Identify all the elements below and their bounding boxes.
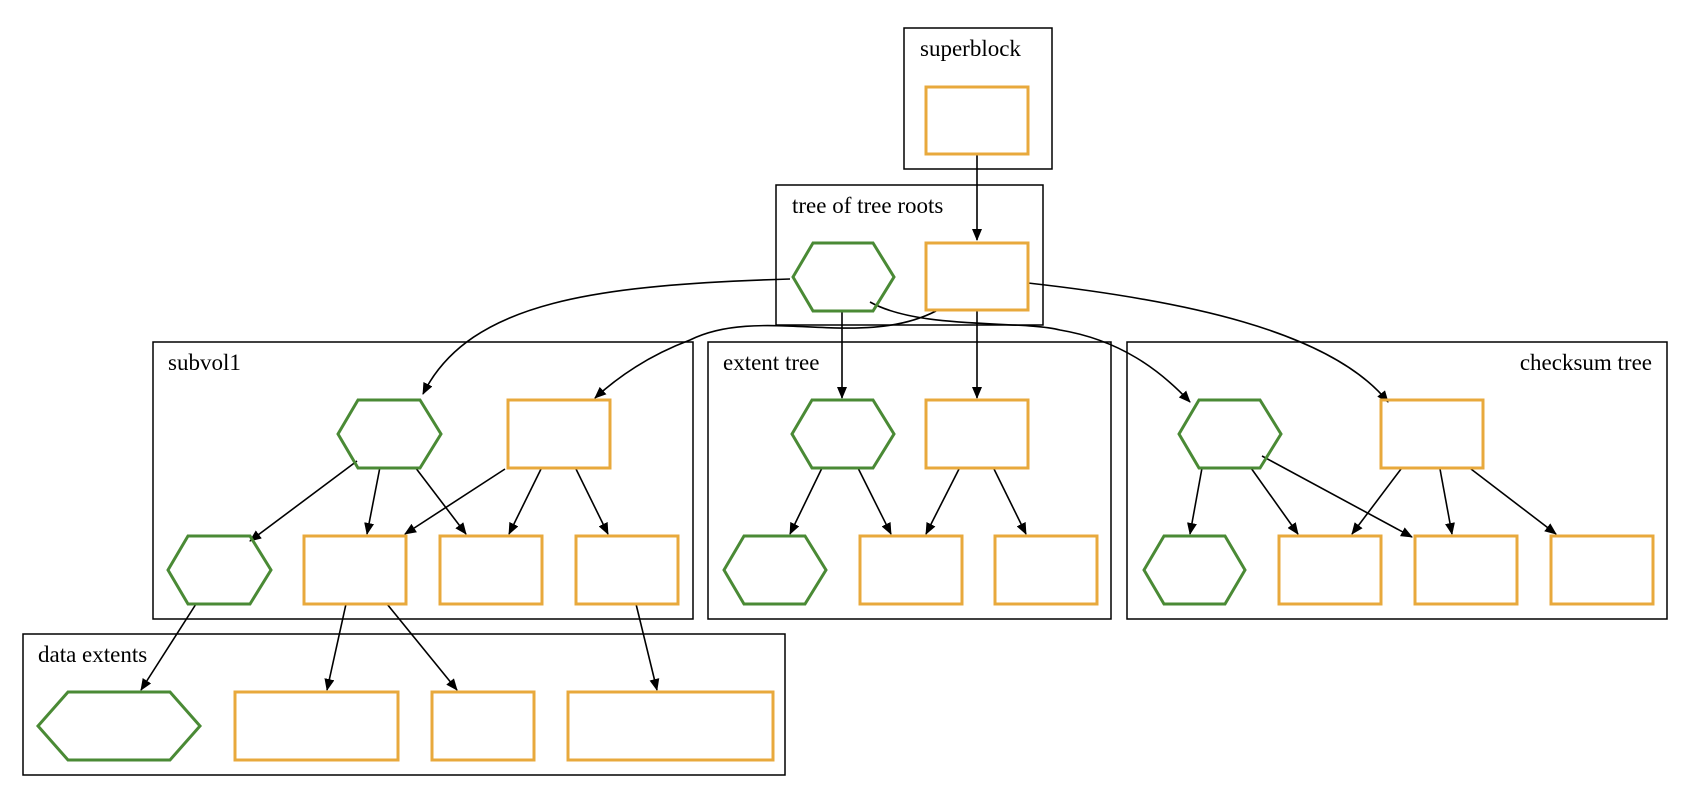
- cluster-label-tree-of-tree-roots: tree of tree roots: [792, 193, 943, 218]
- data-extent-rect-3: [566, 690, 775, 762]
- cluster-tree-of-tree-roots: tree of tree roots: [775, 184, 1044, 326]
- cluster-superblock: superblock: [903, 27, 1053, 170]
- edge-subvol-rect-to-rect3: [575, 468, 609, 535]
- edge-roothex-to-checksum-hex: [869, 301, 1191, 403]
- rect-nodes: [233, 85, 1655, 762]
- checksum-leaf-hex: [1142, 534, 1247, 606]
- checksum-rect-node: [1379, 398, 1485, 470]
- edge-subvol-hex-to-leaf-hex: [249, 460, 358, 542]
- edge-subvol-hex-to-rect2: [414, 466, 467, 535]
- subvol1-leaf-rect-1: [302, 534, 408, 606]
- edge-subvol-rect-to-rect1: [404, 468, 506, 535]
- edge-checksum-hex-to-rect1: [1250, 467, 1299, 535]
- subvol1-hex-node: [336, 398, 443, 470]
- edge-subvol-rect1-to-data-rect1: [324, 603, 347, 691]
- cluster-label-checksum-tree: checksum tree: [1520, 350, 1652, 375]
- edge-rootrect-to-subvol-rect: [594, 310, 937, 399]
- cluster-label-extent-tree: extent tree: [723, 350, 819, 375]
- edge-checksum-rect-to-rect1: [1351, 468, 1402, 535]
- checksum-leaf-rect-1: [1277, 534, 1383, 606]
- superblock-node: [924, 85, 1030, 156]
- data-extent-hex: [35, 690, 203, 762]
- subvol1-leaf-rect-3: [574, 534, 680, 606]
- subvol1-rect-node: [506, 398, 612, 470]
- data-extent-rect-2: [430, 690, 536, 762]
- edge-rootrect-to-checksum-rect: [1027, 282, 1389, 403]
- data-extent-rect-1: [233, 690, 400, 762]
- cluster-data-extents: data extents: [22, 633, 786, 776]
- cluster-label-superblock: superblock: [920, 36, 1021, 61]
- edge-checksum-rect-to-rect3: [1470, 468, 1557, 535]
- edge-roothex-to-subvol-hex: [422, 278, 791, 395]
- edge-extent-rect-to-rect1: [925, 468, 960, 535]
- edge-checksum-hex-to-rect2: [1261, 455, 1413, 538]
- checksum-hex-node: [1177, 398, 1283, 470]
- subvol1-leaf-rect-2: [438, 534, 544, 606]
- edge-extent-hex-to-rect1: [857, 467, 892, 535]
- edge-extent-hex-to-leaf-hex: [789, 467, 823, 535]
- checksum-leaf-rect-2: [1413, 534, 1519, 606]
- edge-extent-rect-to-rect2: [993, 468, 1027, 535]
- edge-subvol-rect-to-rect2: [508, 468, 542, 535]
- edges: [140, 154, 1557, 691]
- cluster-label-subvol1: subvol1: [168, 350, 241, 375]
- extent-leaf-hex: [722, 534, 828, 606]
- edge-subvol-rect3-to-data-rect3: [635, 603, 660, 691]
- edge-checksum-hex-to-leaf-hex: [1187, 467, 1203, 535]
- cluster-extent-tree: extent tree: [707, 341, 1112, 620]
- subvol1-leaf-hex: [166, 534, 273, 606]
- cluster-label-data-extents: data extents: [38, 642, 147, 667]
- tree-roots-hex-node: [791, 241, 896, 313]
- edge-subvol-rect1-to-data-rect2: [386, 603, 458, 691]
- hex-nodes: [35, 241, 1283, 762]
- edge-subvol-hex-to-rect1: [364, 466, 381, 535]
- checksum-leaf-rect-3: [1549, 534, 1655, 606]
- extent-hex-node: [790, 398, 896, 470]
- edge-subvol-leaf-hex-to-data-hex: [140, 603, 197, 691]
- extent-leaf-rect-2: [993, 534, 1099, 606]
- cluster-subvol1: subvol1: [152, 341, 694, 620]
- edge-checksum-rect-to-rect2: [1439, 468, 1455, 535]
- cluster-checksum-tree: checksum tree: [1126, 341, 1668, 620]
- tree-roots-rect-node: [924, 241, 1030, 312]
- extent-rect-node: [924, 398, 1030, 470]
- extent-leaf-rect-1: [858, 534, 964, 606]
